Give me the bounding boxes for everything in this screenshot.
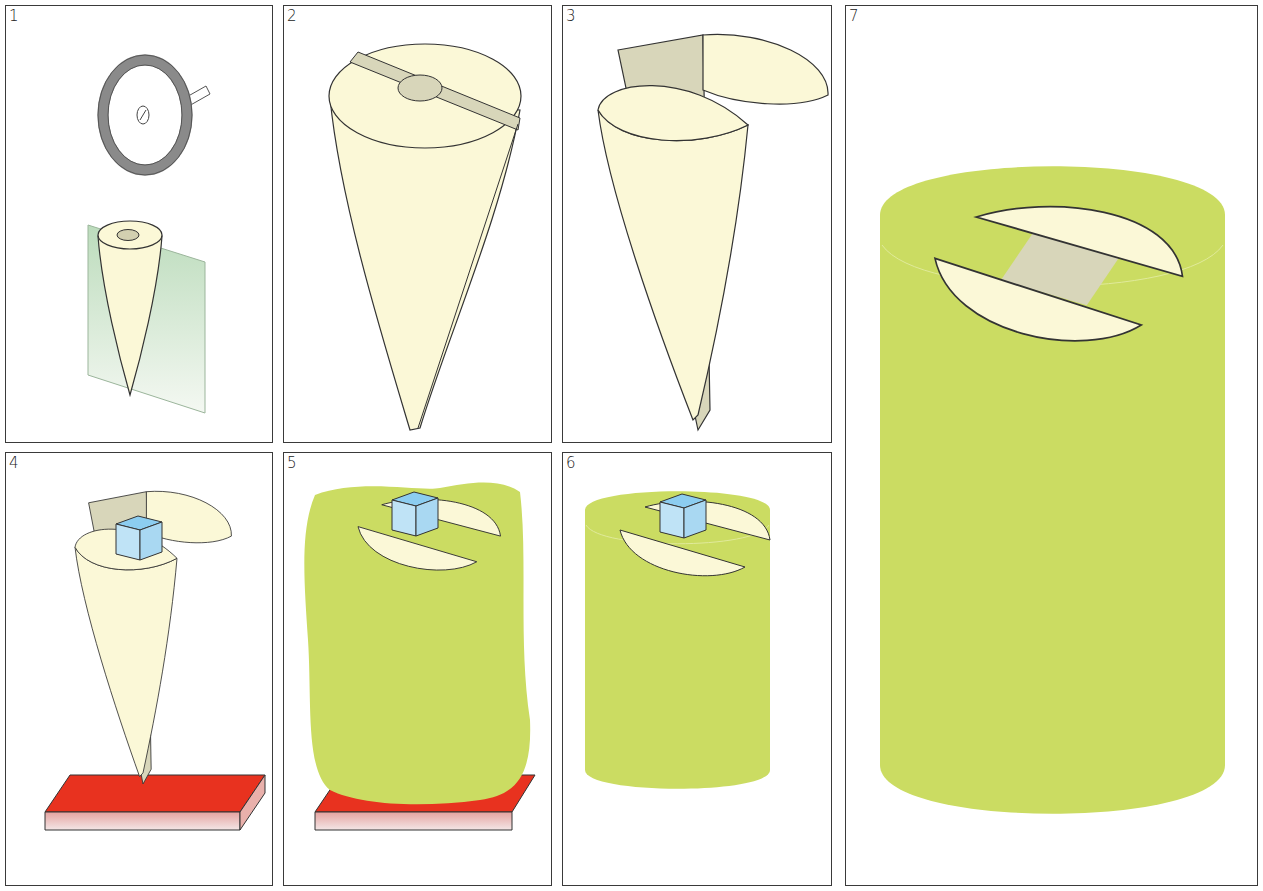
step-panel: 2 — [283, 5, 552, 443]
step-panel: 5 — [283, 452, 552, 886]
step-panel: 7 — [845, 5, 1258, 886]
step-panel: 3 — [562, 5, 832, 443]
step-panel: 6 — [562, 452, 832, 886]
resin-cylinder — [585, 491, 770, 789]
specimen-block — [660, 494, 706, 538]
split-root — [598, 34, 828, 430]
split-root — [75, 491, 231, 784]
resin-cylinder — [880, 166, 1225, 814]
step-number: 5 — [287, 454, 297, 472]
cutting-disc — [98, 55, 210, 175]
step-number: 1 — [9, 7, 19, 25]
sectioned-root — [329, 44, 521, 430]
step-number: 6 — [566, 454, 576, 472]
embedding-resin — [304, 483, 530, 805]
tooth-root — [98, 221, 162, 395]
step-panel: 1 — [5, 5, 273, 443]
mounting-base — [45, 775, 265, 830]
specimen-block — [392, 492, 438, 536]
step-number: 4 — [9, 454, 19, 472]
polished-section — [935, 207, 1183, 341]
specimen-block — [116, 516, 162, 560]
cut-plane — [88, 225, 205, 413]
step-number: 7 — [849, 7, 859, 25]
step-number: 2 — [287, 7, 297, 25]
step-panel: 4 — [5, 452, 273, 886]
step-number: 3 — [566, 7, 576, 25]
